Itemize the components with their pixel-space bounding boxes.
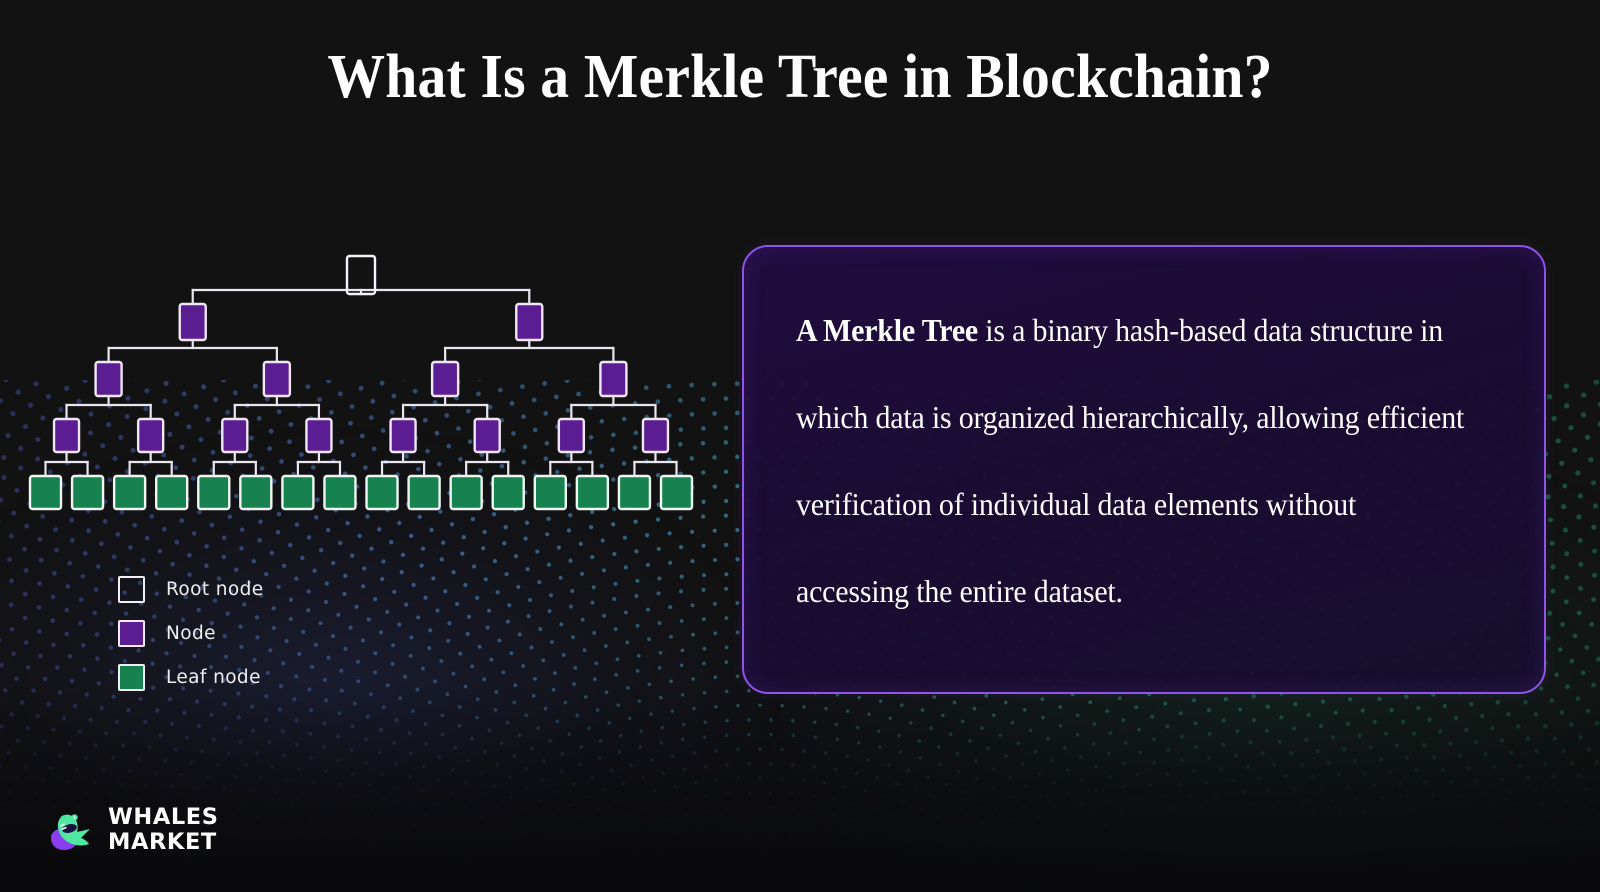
legend-label-leaf-node: Leaf node: [166, 666, 261, 688]
tree-node: [178, 302, 207, 342]
tree-node: [52, 417, 81, 454]
tree-leaf-node: [407, 474, 441, 511]
tree-leaf-node: [154, 474, 189, 511]
legend-label-node: Node: [166, 622, 216, 644]
brand-name: WHALES MARKET: [108, 805, 219, 855]
tree-root-node: [345, 254, 377, 296]
tree-leaf-node: [365, 474, 399, 511]
node-swatch: [118, 619, 145, 647]
tree-node: [389, 417, 417, 454]
tree-leaf-node: [239, 474, 273, 511]
tree-node: [262, 360, 292, 398]
brand-name-line1: WHALES: [108, 804, 219, 830]
tree-node: [473, 417, 501, 454]
page-title: What Is a Merkle Tree in Blockchain?: [327, 43, 1273, 111]
tree-node: [136, 417, 165, 454]
tree-leaf-node: [449, 474, 483, 511]
legend-item-node: Node: [118, 611, 264, 655]
tree-leaf-node: [533, 474, 567, 511]
legend-label-root-node: Root node: [166, 578, 264, 600]
tree-leaf-node: [659, 474, 694, 511]
tree-leaf-node: [70, 474, 105, 511]
tree-leaf-node: [617, 474, 652, 511]
tree-node: [557, 417, 586, 454]
tree-leaf-node: [197, 474, 231, 511]
merkle-tree-diagram: [28, 254, 694, 511]
legend-item-leaf-node: Leaf node: [118, 655, 264, 699]
description-body: is a binary hash-based data structure in…: [796, 313, 1465, 609]
tree-node: [305, 417, 333, 454]
tree-leaf-node: [112, 474, 147, 511]
tree-node: [430, 360, 460, 398]
tree-node: [641, 417, 670, 454]
tree-node: [515, 302, 544, 342]
tree-leaf-node: [28, 474, 63, 511]
leaf-node-swatch: [118, 663, 145, 691]
tree-node: [599, 360, 628, 398]
legend-item-root-node: Root node: [118, 567, 264, 611]
background-bottom-fade: [0, 682, 1600, 892]
description-lead: A Merkle Tree: [796, 313, 979, 348]
whale-logo-icon: [51, 814, 90, 850]
legend: Root node Node Leaf node: [118, 567, 264, 699]
tree-leaf-node: [575, 474, 610, 511]
tree-node: [94, 360, 123, 398]
brand-logo: WHALES MARKET: [44, 804, 219, 856]
brand-name-line2: MARKET: [108, 829, 217, 855]
tree-leaf-node: [323, 474, 357, 511]
description-text: A Merkle Tree is a binary hash-based dat…: [796, 287, 1474, 635]
description-panel: A Merkle Tree is a binary hash-based dat…: [742, 245, 1546, 694]
tree-leaf-node: [491, 474, 525, 511]
tree-leaf-node: [281, 474, 315, 511]
tree-node: [221, 417, 249, 454]
root-node-swatch: [118, 575, 145, 603]
